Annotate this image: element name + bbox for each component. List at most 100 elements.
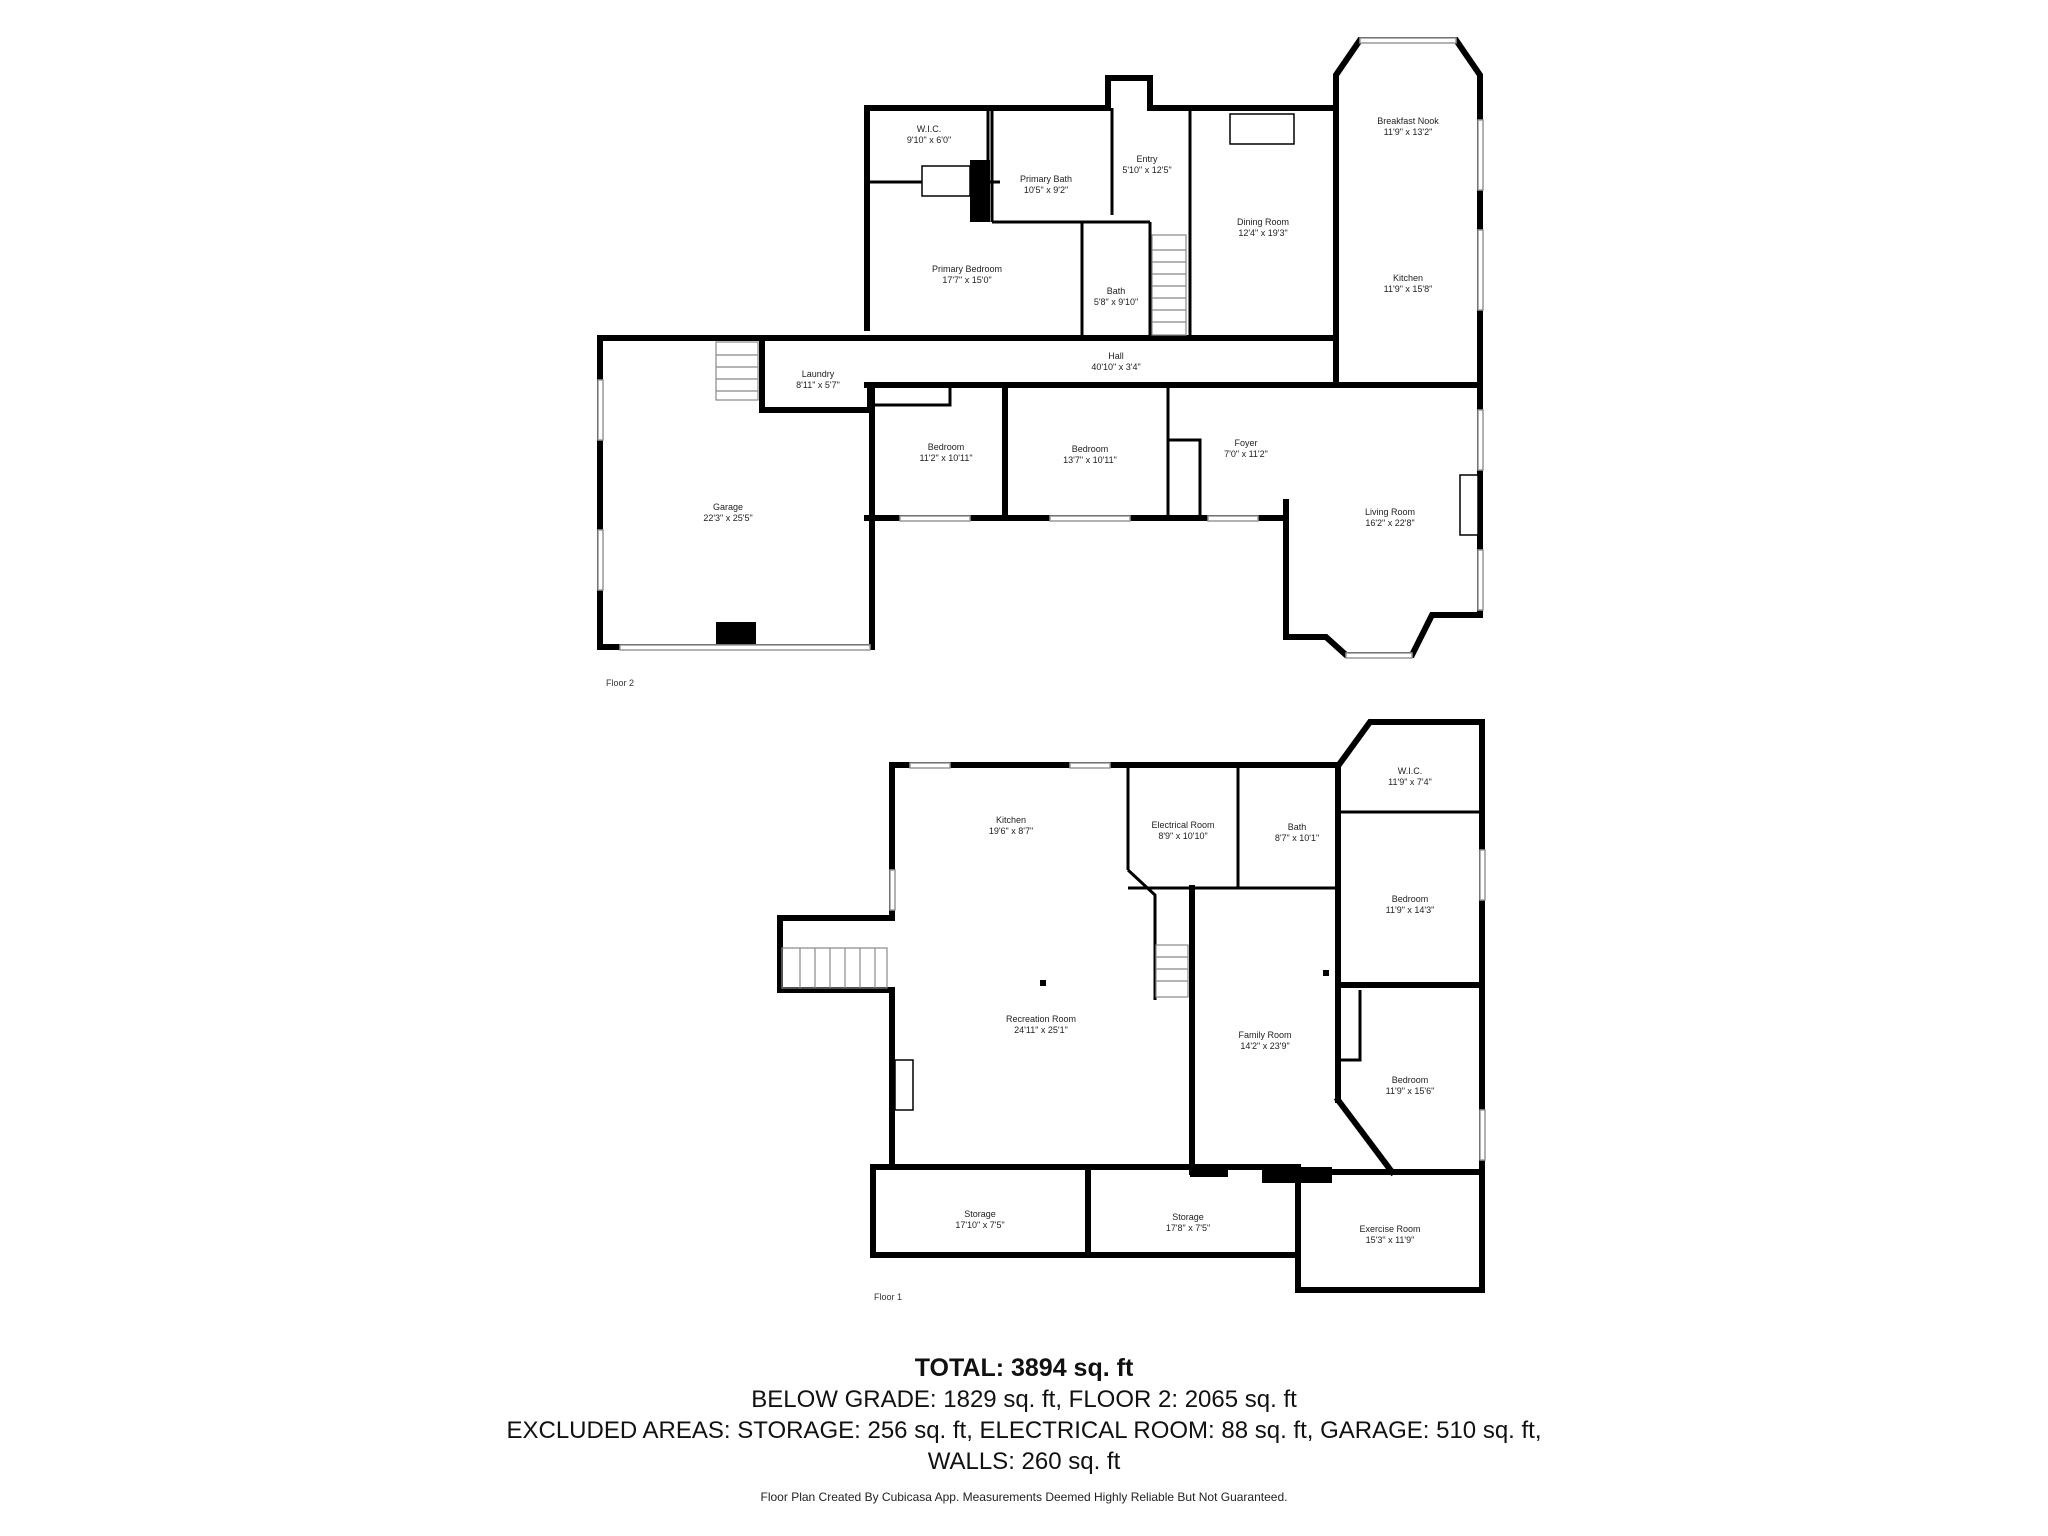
room-name: Storage <box>1172 1212 1204 1222</box>
room-name: Bedroom <box>928 442 965 452</box>
window <box>1207 515 1259 522</box>
room-name: Foyer <box>1234 438 1257 448</box>
window <box>1069 762 1111 769</box>
floor2-exterior-wall-north <box>864 75 1339 331</box>
window <box>909 762 951 769</box>
room-dims: 24'11" x 25'1" <box>1014 1025 1068 1035</box>
room-dims: 11'9" x 15'6" <box>1386 1086 1435 1096</box>
room-name: Garage <box>713 502 743 512</box>
room-dims: 17'10" x 7'5" <box>955 1220 1004 1230</box>
floor1-exterior-east <box>870 719 1485 1293</box>
room-dims: 10'5" x 9'2" <box>1024 185 1068 195</box>
floor-2-label: Floor 2 <box>606 678 634 688</box>
room-dims: 15'3" x 11'9" <box>1366 1235 1415 1245</box>
floor1-exterior-west <box>777 762 1341 1170</box>
room-name: Kitchen <box>996 815 1026 825</box>
room-name: Entry <box>1136 154 1158 164</box>
room-dims: 19'6" x 8'7" <box>989 826 1033 836</box>
floor2-garage-post <box>716 622 756 647</box>
window <box>1359 37 1457 44</box>
room-dims: 16'2" x 22'8" <box>1365 518 1414 528</box>
window <box>1477 119 1484 191</box>
floor1-block <box>1262 1167 1332 1183</box>
room-name: Laundry <box>802 369 835 379</box>
disclaimer-text: Floor Plan Created By Cubicasa App. Meas… <box>760 1490 1288 1504</box>
window <box>889 869 896 911</box>
room-name: Exercise Room <box>1359 1224 1420 1234</box>
room-name: Bath <box>1107 286 1126 296</box>
floor2-fireplace-primary <box>921 165 971 197</box>
total-area: TOTAL: 3894 sq. ft <box>914 1354 1134 1382</box>
room-name: Living Room <box>1365 507 1415 517</box>
room-dims: 13'7" x 10'11" <box>1063 455 1117 465</box>
floor2-nook-kitchen-shell <box>1333 37 1483 388</box>
floor-1-plan <box>777 719 1486 1293</box>
floor2-laundry-stairs <box>715 341 759 401</box>
floor1-stairs <box>1155 944 1189 998</box>
floor2-bedroom-closet <box>872 385 952 407</box>
room-name: Breakfast Nook <box>1377 116 1439 126</box>
room-name: Primary Bath <box>1020 174 1072 184</box>
window <box>597 379 604 441</box>
room-dims: 5'8" x 9'10" <box>1094 297 1138 307</box>
room-dims: 14'2" x 23'9" <box>1240 1041 1289 1051</box>
window <box>1049 515 1131 522</box>
room-name: W.I.C. <box>1398 766 1423 776</box>
excluded-areas: EXCLUDED AREAS: STORAGE: 256 sq. ft, ELE… <box>506 1417 1542 1444</box>
floor1-closet <box>1338 990 1362 1062</box>
grade-areas: BELOW GRADE: 1829 sq. ft, FLOOR 2: 2065 … <box>751 1386 1297 1413</box>
room-dims: 7'0" x 11'2" <box>1224 449 1268 459</box>
floor2-foyer-closet <box>1168 438 1202 518</box>
room-dims: 11'9" x 14'3" <box>1386 905 1435 915</box>
room-dims: 8'7" x 10'1" <box>1275 833 1319 843</box>
floor2-garage-wall <box>597 335 875 650</box>
floor1-column <box>1040 980 1046 986</box>
floor2-fireplace-living <box>1459 474 1479 536</box>
room-name: Family Room <box>1238 1030 1291 1040</box>
window <box>1477 409 1484 471</box>
room-dims: 11'9" x 13'2" <box>1384 127 1433 137</box>
room-name: Dining Room <box>1237 217 1289 227</box>
floor2-closet-block <box>970 160 990 222</box>
room-name: Hall <box>1108 351 1124 361</box>
window <box>1479 1109 1486 1161</box>
floor1-fireplace <box>894 1059 914 1111</box>
floor2-fireplace-dining <box>1229 113 1295 145</box>
room-dims: 8'9" x 10'10" <box>1158 831 1207 841</box>
room-dims: 5'10" x 12'5" <box>1122 165 1171 175</box>
garage-door <box>619 644 871 651</box>
room-dims: 11'9" x 15'8" <box>1384 284 1433 294</box>
room-dims: 40'10" x 3'4" <box>1091 362 1140 372</box>
window <box>1477 229 1484 311</box>
room-name: Storage <box>964 1209 996 1219</box>
room-dims: 8'11" x 5'7" <box>796 380 840 390</box>
walls-area: WALLS: 260 sq. ft <box>927 1448 1121 1475</box>
room-name: Bedroom <box>1392 894 1429 904</box>
room-name: Bedroom <box>1072 444 1109 454</box>
room-name: W.I.C. <box>917 124 942 134</box>
room-dims: 11'9" x 7'4" <box>1388 777 1432 787</box>
floor-1-labels: Kitchen 19'6" x 8'7" Electrical Room 8'9… <box>874 766 1434 1302</box>
room-name: Primary Bedroom <box>932 264 1002 274</box>
window <box>1345 652 1413 659</box>
floor1-stairwall <box>1126 868 1157 1000</box>
room-name: Bath <box>1288 822 1307 832</box>
room-dims: 17'7" x 15'0" <box>942 275 991 285</box>
window <box>1479 849 1486 901</box>
floor-1-label: Floor 1 <box>874 1292 902 1302</box>
room-name: Bedroom <box>1392 1075 1429 1085</box>
room-dims: 17'8" x 7'5" <box>1166 1223 1210 1233</box>
room-name: Kitchen <box>1393 273 1423 283</box>
room-name: Recreation Room <box>1006 1014 1076 1024</box>
floor1-bedroom-angle <box>1333 1095 1397 1177</box>
floor2-laundry-wall <box>759 337 873 413</box>
room-dims: 11'2" x 10'11" <box>919 453 972 463</box>
window <box>899 515 971 522</box>
floor-2-plan <box>597 37 1484 659</box>
floor1-exterior-stairs <box>781 947 888 989</box>
floor2-stairs <box>1151 234 1187 336</box>
floor1-column <box>1323 970 1329 976</box>
window <box>1477 549 1484 611</box>
window <box>597 529 604 591</box>
